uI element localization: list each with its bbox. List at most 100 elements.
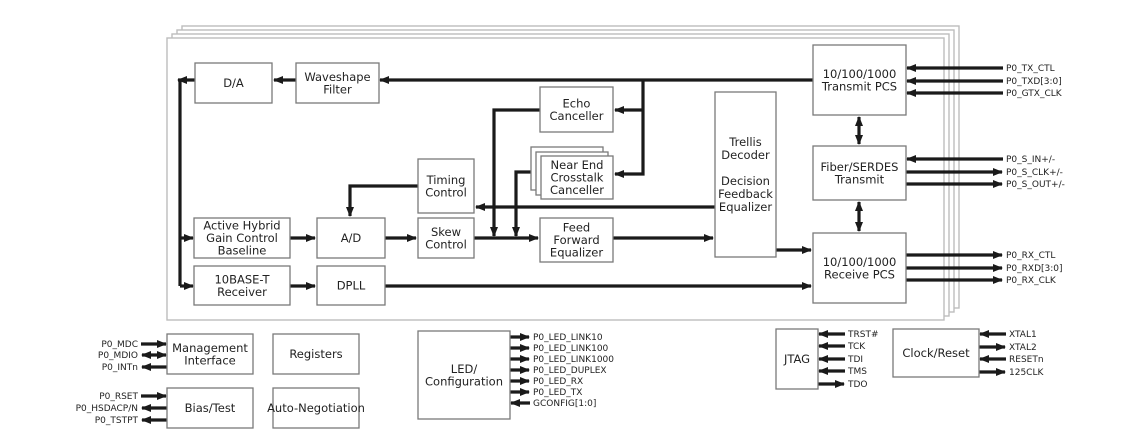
pin-label: P0_TSTPT (95, 416, 139, 426)
block-label: Control (425, 185, 467, 199)
pin-label: P0_S_OUT+/- (1006, 180, 1065, 190)
block-label: DPLL (337, 279, 366, 293)
block-tx-pcs-border (812, 44, 907, 116)
pin-label: GCONFIG[1:0] (533, 399, 596, 409)
block-label: LED/ (451, 362, 478, 376)
pin-label: TCK (847, 342, 866, 352)
block-autoneg: Auto-Negotiation (267, 387, 365, 429)
block-jtag: JTAG (775, 328, 819, 390)
pin-label: XTAL2 (1009, 343, 1037, 353)
block-label: 10/100/1000 (823, 255, 897, 269)
block-registers-border (272, 333, 360, 375)
block-label: Fiber/SERDES (821, 160, 899, 174)
block-label: Canceller (550, 109, 604, 123)
block-label: Transmit (834, 172, 885, 186)
pin-label: RESETn (1009, 355, 1044, 365)
block-label: Receive PCS (824, 267, 895, 281)
block-tenbase-border (193, 265, 291, 306)
block-label: 10/100/1000 (823, 67, 897, 81)
block-da: D/A (194, 62, 273, 104)
block-trellis-border (714, 91, 777, 258)
block-label: Timing (426, 173, 466, 187)
pin-label: TMS (847, 367, 867, 377)
block-label: Management (172, 341, 248, 355)
block-timing-border (417, 158, 475, 214)
block-label: Auto-Negotiation (267, 401, 365, 415)
pin-label: P0_TXD[3:0] (1006, 77, 1062, 87)
block-registers: Registers (272, 333, 360, 375)
pin-label: 125CLK (1009, 368, 1044, 378)
block-skew-border (417, 217, 475, 259)
pin-label: TRST# (847, 330, 879, 340)
pin-label: P0_LED_LINK1000 (533, 355, 614, 365)
block-waveshape-border (295, 62, 380, 104)
block-next-border (540, 155, 614, 200)
block-label: Gain Control (206, 231, 278, 245)
pin-label: P0_S_IN+/- (1006, 155, 1055, 165)
block-label: Equalizer (719, 200, 772, 214)
block-hybrid-border (193, 217, 291, 259)
block-bias-border (166, 387, 254, 429)
block-label: Canceller (550, 183, 604, 197)
block-label: Interface (184, 353, 236, 367)
pin-label: TDO (847, 380, 868, 390)
block-dpll: DPLL (316, 265, 386, 306)
block-dpll-border (316, 265, 386, 306)
block-led: LED/Configuration (417, 330, 511, 420)
block-label: Registers (289, 347, 342, 361)
wire-echo-to-sum (489, 108, 540, 238)
block-label: 10BASE-T (214, 272, 270, 286)
block-label: Decoder (721, 148, 770, 162)
pin-label: P0_LED_RX (533, 377, 583, 387)
block-label: A/D (341, 231, 362, 245)
block-label: JTAG (783, 352, 810, 366)
block-label: Transmit PCS (821, 79, 897, 93)
pin-label: P0_INTn (102, 363, 138, 373)
block-label: Equalizer (550, 246, 603, 260)
block-label: Skew (431, 225, 461, 239)
block-led-border (417, 330, 511, 420)
block-label: Filter (323, 82, 352, 96)
block-label: Control (425, 237, 467, 251)
block-label: Clock/Reset (902, 346, 970, 360)
block-label: Forward (553, 233, 599, 247)
block-mgmt-border (166, 333, 254, 375)
block-label: Bias/Test (185, 401, 236, 415)
block-label: Configuration (425, 374, 503, 388)
block-autoneg-border (272, 387, 360, 429)
pin-label: P0_LED_TX (533, 388, 582, 398)
pin-label: P0_LED_LINK100 (533, 344, 609, 354)
block-label: Baseline (218, 244, 267, 258)
pins: P0_TX_CTLP0_TXD[3:0]P0_GTX_CLKP0_S_IN+/-… (76, 64, 1065, 426)
pin-label: P0_LED_LINK10 (533, 333, 603, 343)
pin-label: P0_MDIO (98, 351, 138, 361)
pin-label: P0_TX_CTL (1006, 64, 1055, 74)
block-label: Waveshape (304, 70, 370, 84)
block-ffe-border (539, 217, 614, 263)
block-clock-border (892, 328, 980, 378)
block-jtag-border (775, 328, 819, 390)
pin-label: P0_LED_DUPLEX (533, 366, 607, 376)
signal-wires (140, 63, 1007, 425)
block-clock: Clock/Reset (892, 328, 980, 378)
pin-label: P0_RSET (99, 392, 138, 402)
block-rx-pcs-border (812, 232, 907, 304)
pin-label: XTAL1 (1009, 330, 1037, 340)
block-da-border (194, 62, 273, 104)
block-label: Active Hybrid (203, 219, 280, 233)
block-bias: Bias/Test (166, 387, 254, 429)
block-echo-border (539, 86, 614, 133)
pin-label: P0_RXD[3:0] (1006, 264, 1063, 274)
block-label: Receiver (217, 285, 267, 299)
